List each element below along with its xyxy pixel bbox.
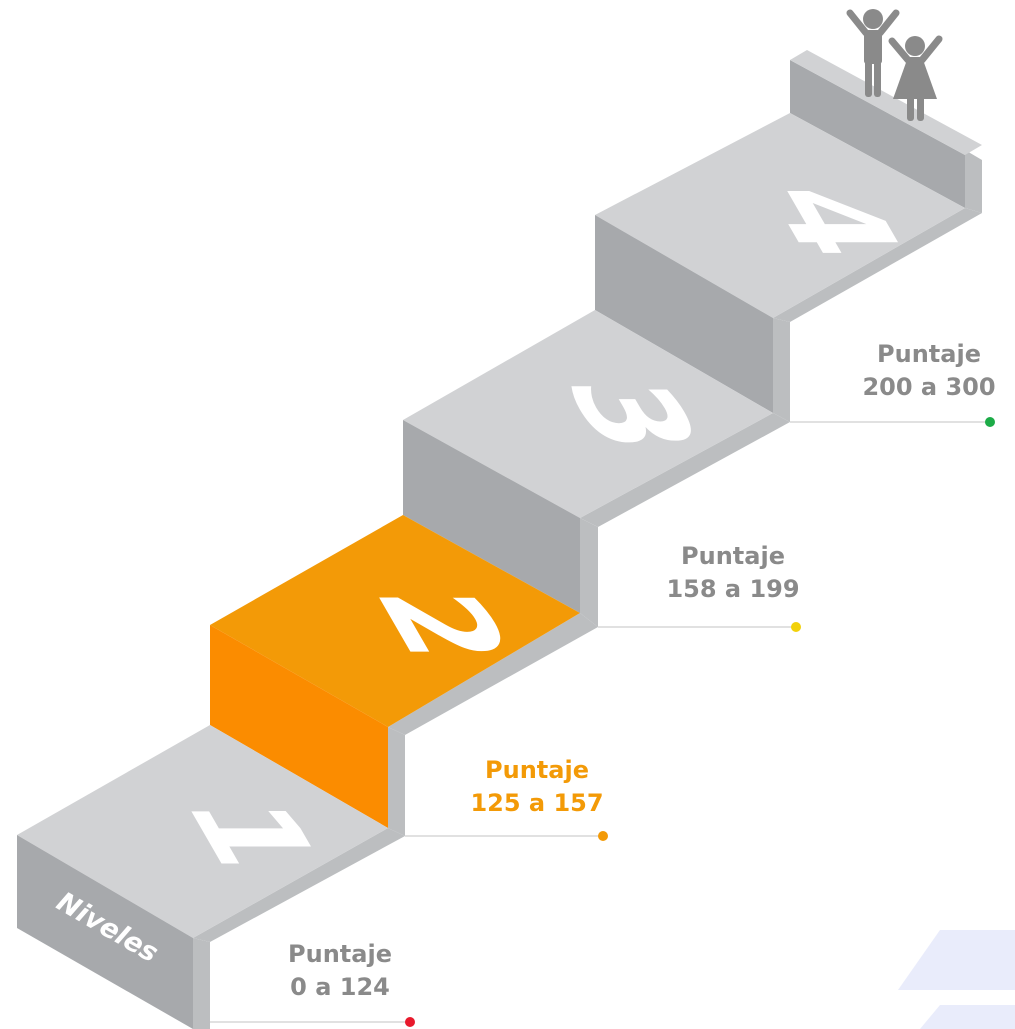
dot-level-4 xyxy=(985,417,995,427)
score-label-level-1: Puntaje 0 a 124 xyxy=(260,938,420,1004)
score-title: Puntaje xyxy=(636,540,830,573)
score-range: 0 a 124 xyxy=(260,971,420,1004)
score-title: Puntaje xyxy=(440,754,634,787)
dot-level-2 xyxy=(598,831,608,841)
score-range: 200 a 300 xyxy=(836,371,1015,404)
top-wall-side xyxy=(965,150,982,213)
score-title: Puntaje xyxy=(260,938,420,971)
step-2-riser-side xyxy=(388,727,405,836)
decorative-accent-lower xyxy=(920,1005,1015,1029)
score-label-level-4: Puntaje 200 a 300 xyxy=(836,338,1015,404)
score-range: 125 a 157 xyxy=(440,787,634,820)
score-label-level-3: Puntaje 158 a 199 xyxy=(636,540,830,606)
dot-level-1 xyxy=(405,1017,415,1027)
decorative-accent-upper xyxy=(898,930,1015,990)
step-1-riser-side xyxy=(193,938,210,1029)
step-3-riser-side xyxy=(580,518,598,627)
score-title: Puntaje xyxy=(836,338,1015,371)
score-label-level-2: Puntaje 125 a 157 xyxy=(440,754,634,820)
dot-level-3 xyxy=(791,622,801,632)
step-4-riser-side xyxy=(773,318,790,422)
score-range: 158 a 199 xyxy=(636,573,830,606)
